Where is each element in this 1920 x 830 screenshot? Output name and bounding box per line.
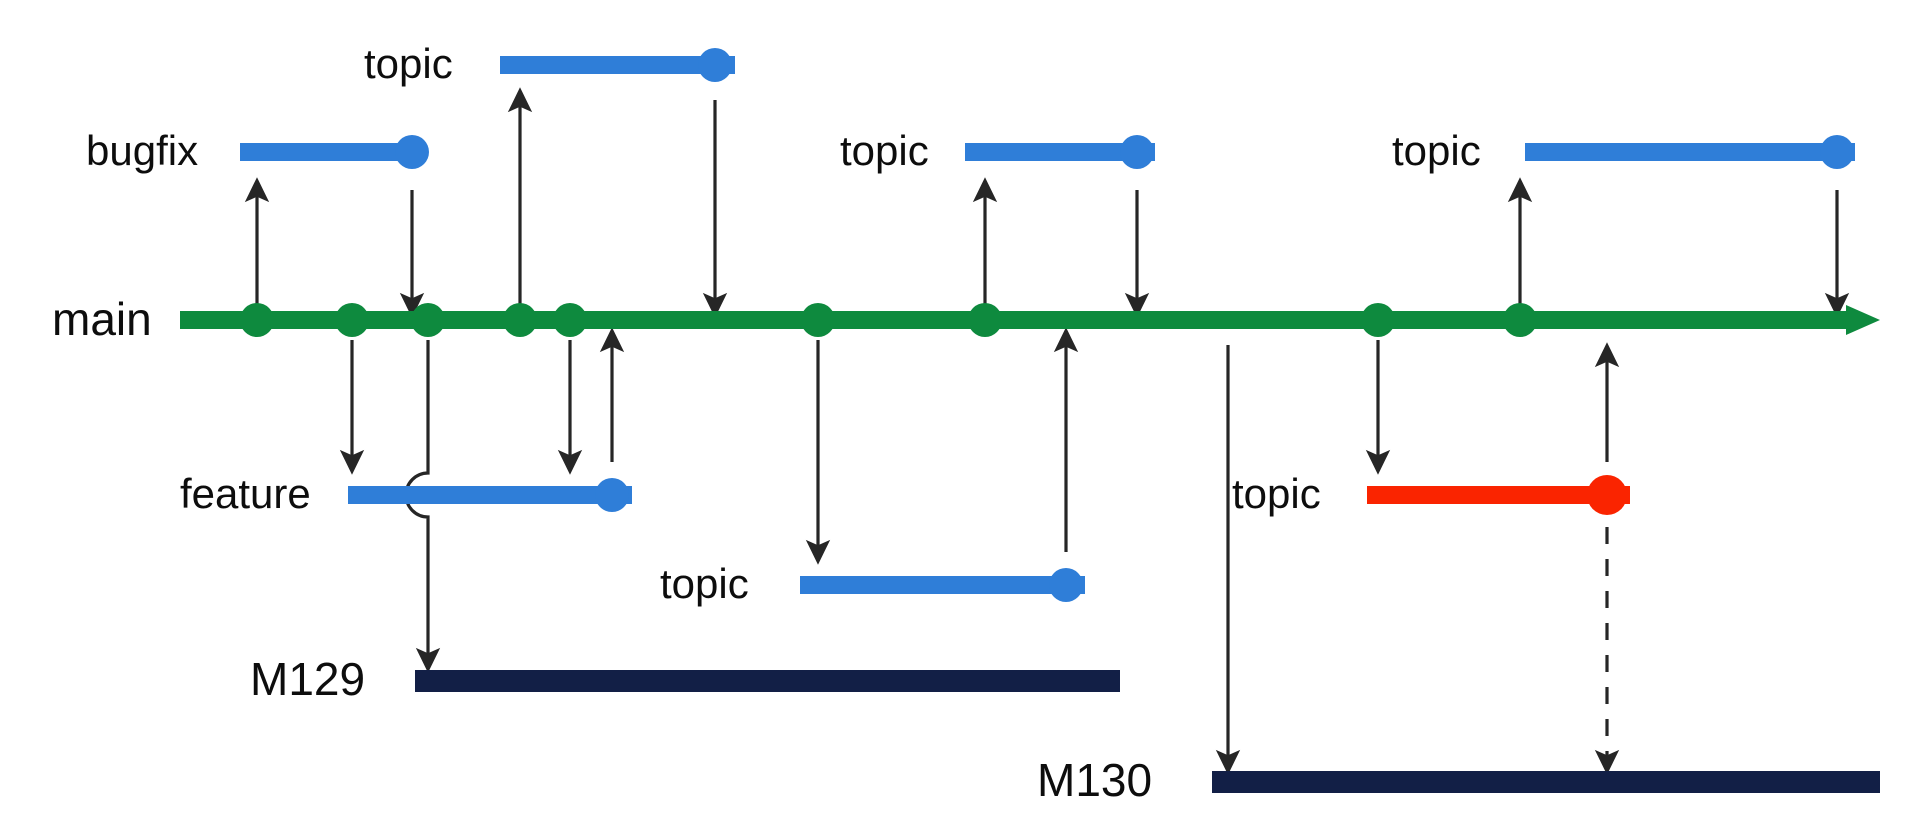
branch-tip-dot[interactable]: [1120, 135, 1154, 169]
branch-label-topic-right-upper: topic: [1392, 127, 1481, 174]
main-commit-dot[interactable]: [553, 303, 587, 337]
main-commit-dot[interactable]: [411, 303, 445, 337]
branch-label-feature: feature: [180, 470, 311, 517]
branch-tip-dot[interactable]: [395, 135, 429, 169]
milestone-bar-m129[interactable]: [415, 670, 1120, 692]
main-branch-arrowhead: [1846, 305, 1880, 335]
milestone-layer: [415, 670, 1880, 793]
branch-tip-dot[interactable]: [1587, 475, 1627, 515]
branch-line[interactable]: [965, 143, 1155, 161]
branch-layer: [240, 48, 1855, 602]
branch-label-bugfix: bugfix: [86, 127, 199, 174]
branch-tip-dot[interactable]: [698, 48, 732, 82]
milestone-bar-m130[interactable]: [1212, 771, 1880, 793]
branch-line[interactable]: [1367, 486, 1630, 504]
milestone-label-m130: M130: [1037, 754, 1153, 806]
main-commit-dot[interactable]: [801, 303, 835, 337]
branch-line[interactable]: [500, 56, 735, 74]
branch-tip-dot[interactable]: [1049, 568, 1083, 602]
main-commit-dot[interactable]: [240, 303, 274, 337]
main-commit-dot[interactable]: [968, 303, 1002, 337]
main-branch-layer: [180, 303, 1880, 337]
branch-label-topic-bottom-mid: topic: [660, 560, 749, 607]
main-branch-line: [180, 311, 1846, 329]
branch-label-topic-red: topic: [1232, 470, 1321, 517]
branch-tip-dot[interactable]: [595, 478, 629, 512]
branch-tip-dot[interactable]: [1820, 135, 1854, 169]
milestone-label-m129: M129: [250, 653, 366, 705]
branch-line[interactable]: [1525, 143, 1855, 161]
arrow-layer: [244, 87, 1850, 775]
branch-line[interactable]: [240, 143, 425, 161]
main-branch-label: main: [52, 293, 152, 345]
branch-line[interactable]: [800, 576, 1085, 594]
main-commit-dot[interactable]: [503, 303, 537, 337]
main-commit-dot[interactable]: [335, 303, 369, 337]
branch-label-topic-top: topic: [364, 40, 453, 87]
main-commit-dot[interactable]: [1361, 303, 1395, 337]
branch-label-topic-mid-upper: topic: [840, 127, 929, 174]
branch-line[interactable]: [348, 486, 632, 504]
main-commit-dot[interactable]: [1503, 303, 1537, 337]
